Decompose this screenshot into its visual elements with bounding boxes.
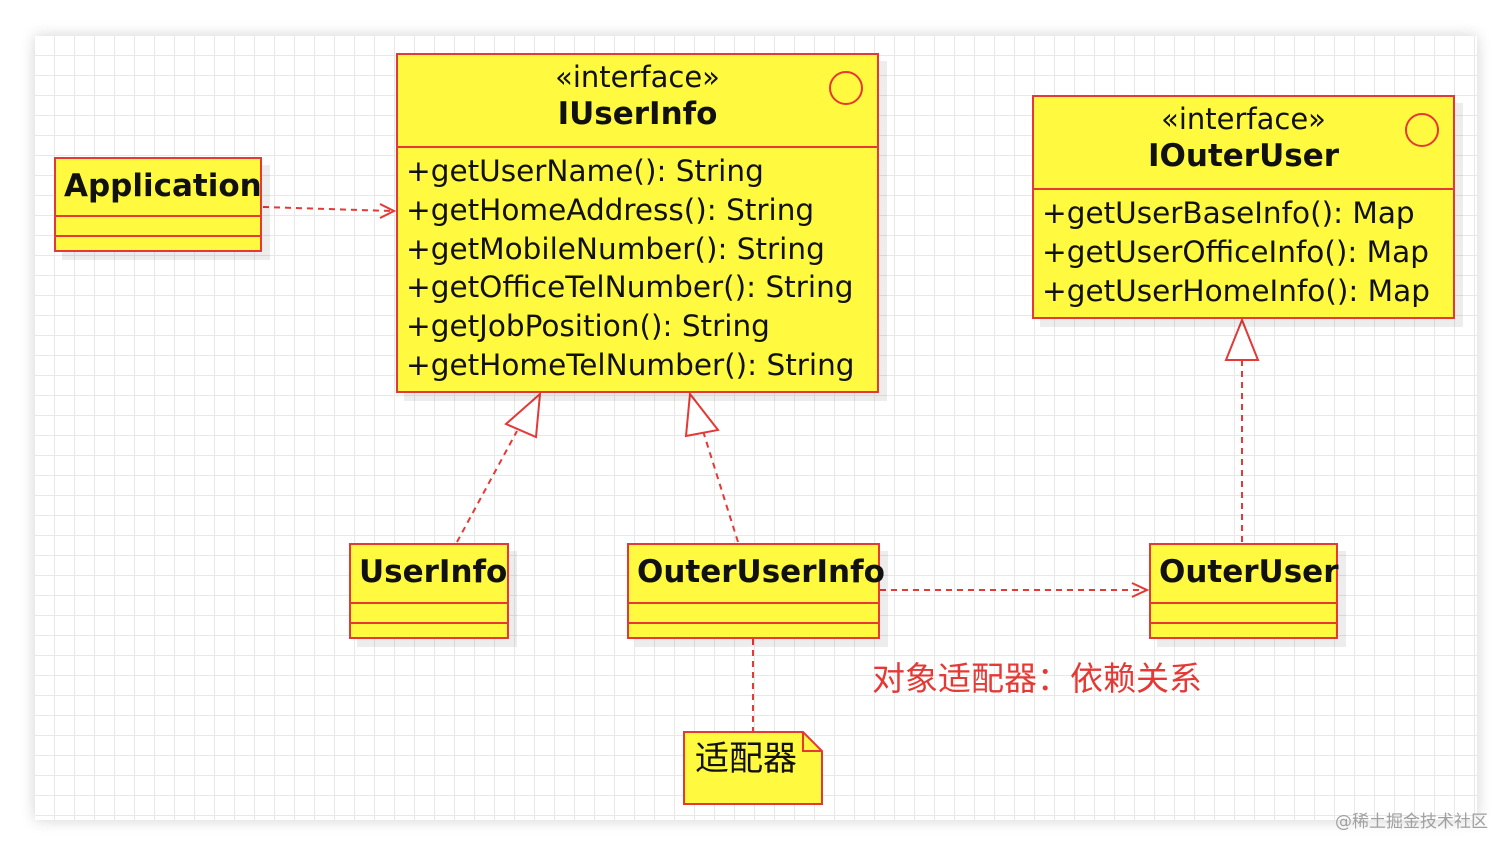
operation-item: +getHomeAddress(): String	[406, 192, 815, 227]
class-outeruser-header: OuterUser	[1151, 545, 1339, 604]
interface-name: IOuterUser	[1147, 138, 1340, 174]
interface-iuserinfo[interactable]: «interface» IUserInfo +getUserName(): St…	[396, 53, 879, 393]
class-application[interactable]: Application	[54, 157, 262, 252]
operation-item: +getMobileNumber(): String	[406, 231, 825, 266]
attributes-compartment	[351, 604, 507, 624]
operation-item: +getUserHomeInfo(): Map	[1042, 273, 1430, 308]
attributes-compartment	[629, 604, 878, 624]
class-outeruser[interactable]: OuterUser	[1149, 543, 1339, 639]
operation-item: +getUserOfficeInfo(): Map	[1042, 234, 1429, 269]
operation-item: +getUserBaseInfo(): Map	[1042, 196, 1415, 230]
class-application-header: Application	[56, 159, 262, 217]
interface-circle-icon	[829, 71, 863, 105]
class-name: OuterUser	[1159, 554, 1339, 590]
class-outeruserinfo-header: OuterUserInfo	[629, 545, 885, 604]
note-text: 适配器	[695, 739, 797, 779]
operation-item: +getOfficeTelNumber(): String	[406, 270, 854, 305]
class-name: OuterUserInfo	[637, 554, 885, 590]
stereotype-label: «interface»	[1161, 102, 1326, 136]
operations-list: +getUserName(): String +getHomeAddress():…	[398, 148, 877, 385]
operation-item: +getUserName(): String	[406, 154, 764, 188]
operations-compartment	[56, 237, 260, 250]
watermark: @稀土掘金技术社区	[1335, 812, 1488, 832]
class-userinfo[interactable]: UserInfo	[349, 543, 509, 639]
stereotype-label: «interface»	[555, 60, 720, 94]
interface-iuserinfo-header: «interface» IUserInfo	[398, 55, 877, 148]
interface-iouteruser-header: «interface» IOuterUser	[1034, 97, 1453, 190]
interface-name: IUserInfo	[557, 96, 718, 132]
interface-iouteruser[interactable]: «interface» IOuterUser +getUserBaseInfo(…	[1032, 95, 1455, 319]
adapter-note[interactable]: 适配器	[683, 731, 823, 805]
class-userinfo-header: UserInfo	[351, 545, 507, 604]
interface-circle-icon	[1405, 113, 1439, 147]
attributes-compartment	[1151, 604, 1336, 624]
operation-item: +getHomeTelNumber(): String	[406, 347, 855, 382]
operations-compartment	[629, 624, 878, 637]
class-name: Application	[64, 168, 262, 204]
note-shape	[683, 731, 823, 805]
attributes-compartment	[56, 217, 260, 237]
object-adapter-label: 对象适配器：依赖关系	[872, 659, 1202, 698]
operation-item: +getJobPosition(): String	[406, 309, 770, 344]
operations-compartment	[351, 624, 507, 637]
operations-compartment	[1151, 624, 1336, 637]
operations-list: +getUserBaseInfo(): Map +getUserOfficeInf…	[1034, 190, 1453, 310]
class-name: UserInfo	[359, 554, 508, 590]
class-outeruserinfo[interactable]: OuterUserInfo	[627, 543, 885, 639]
